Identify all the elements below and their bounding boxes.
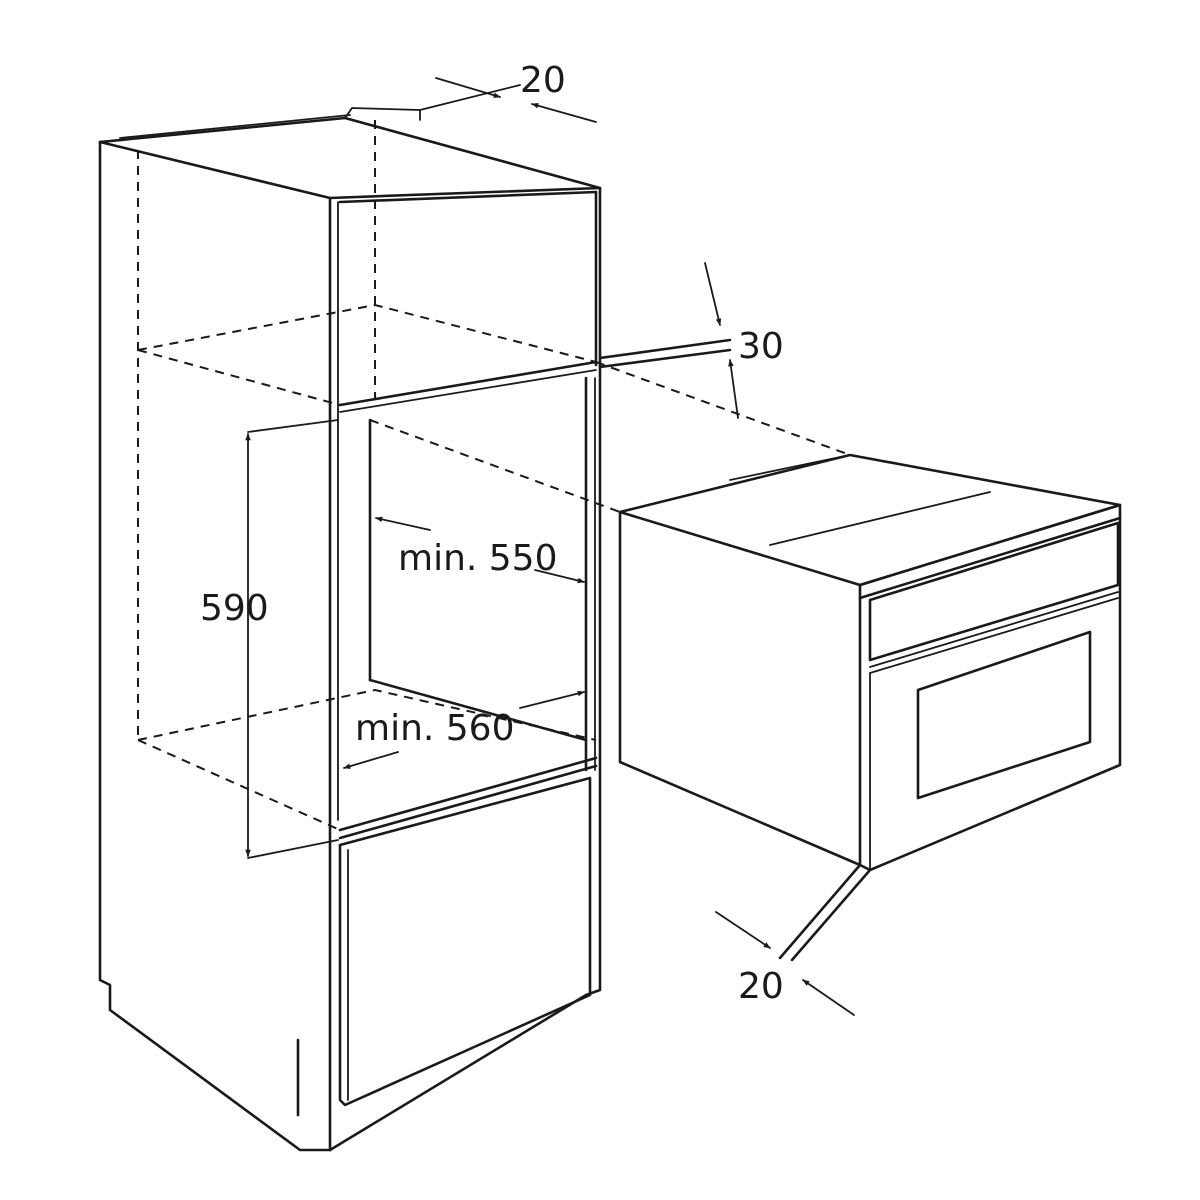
control-panel [868, 521, 1120, 662]
dimension-niche-height: 590 [200, 433, 269, 857]
dimension-min-depth: min. 550 [375, 516, 585, 584]
oven-window [916, 630, 1092, 800]
cabinet-top [98, 116, 602, 190]
label-min-width: min. 560 [355, 708, 515, 749]
label-niche-height: 590 [200, 588, 269, 629]
appliance-side [618, 510, 862, 867]
lower-door [338, 776, 592, 1107]
tall-cabinet [98, 107, 851, 1152]
label-vent-gap: 30 [738, 326, 784, 367]
oven-niche [338, 376, 598, 840]
dimension-min-width: min. 560 [343, 690, 585, 769]
dimension-top-gap: 20 [419, 60, 597, 123]
cabinet-front-frame [328, 186, 602, 1152]
dimension-vent-gap: 30 [598, 262, 784, 419]
label-top-gap: 20 [520, 60, 566, 101]
dimension-front-gap: 20 [715, 911, 855, 1016]
label-min-depth: min. 550 [398, 538, 558, 579]
upper-door [338, 190, 598, 413]
cabinet-side-panel [98, 140, 332, 1152]
appliance-front [858, 503, 1122, 872]
label-front-gap: 20 [738, 966, 784, 1007]
oven-appliance [618, 453, 1122, 962]
